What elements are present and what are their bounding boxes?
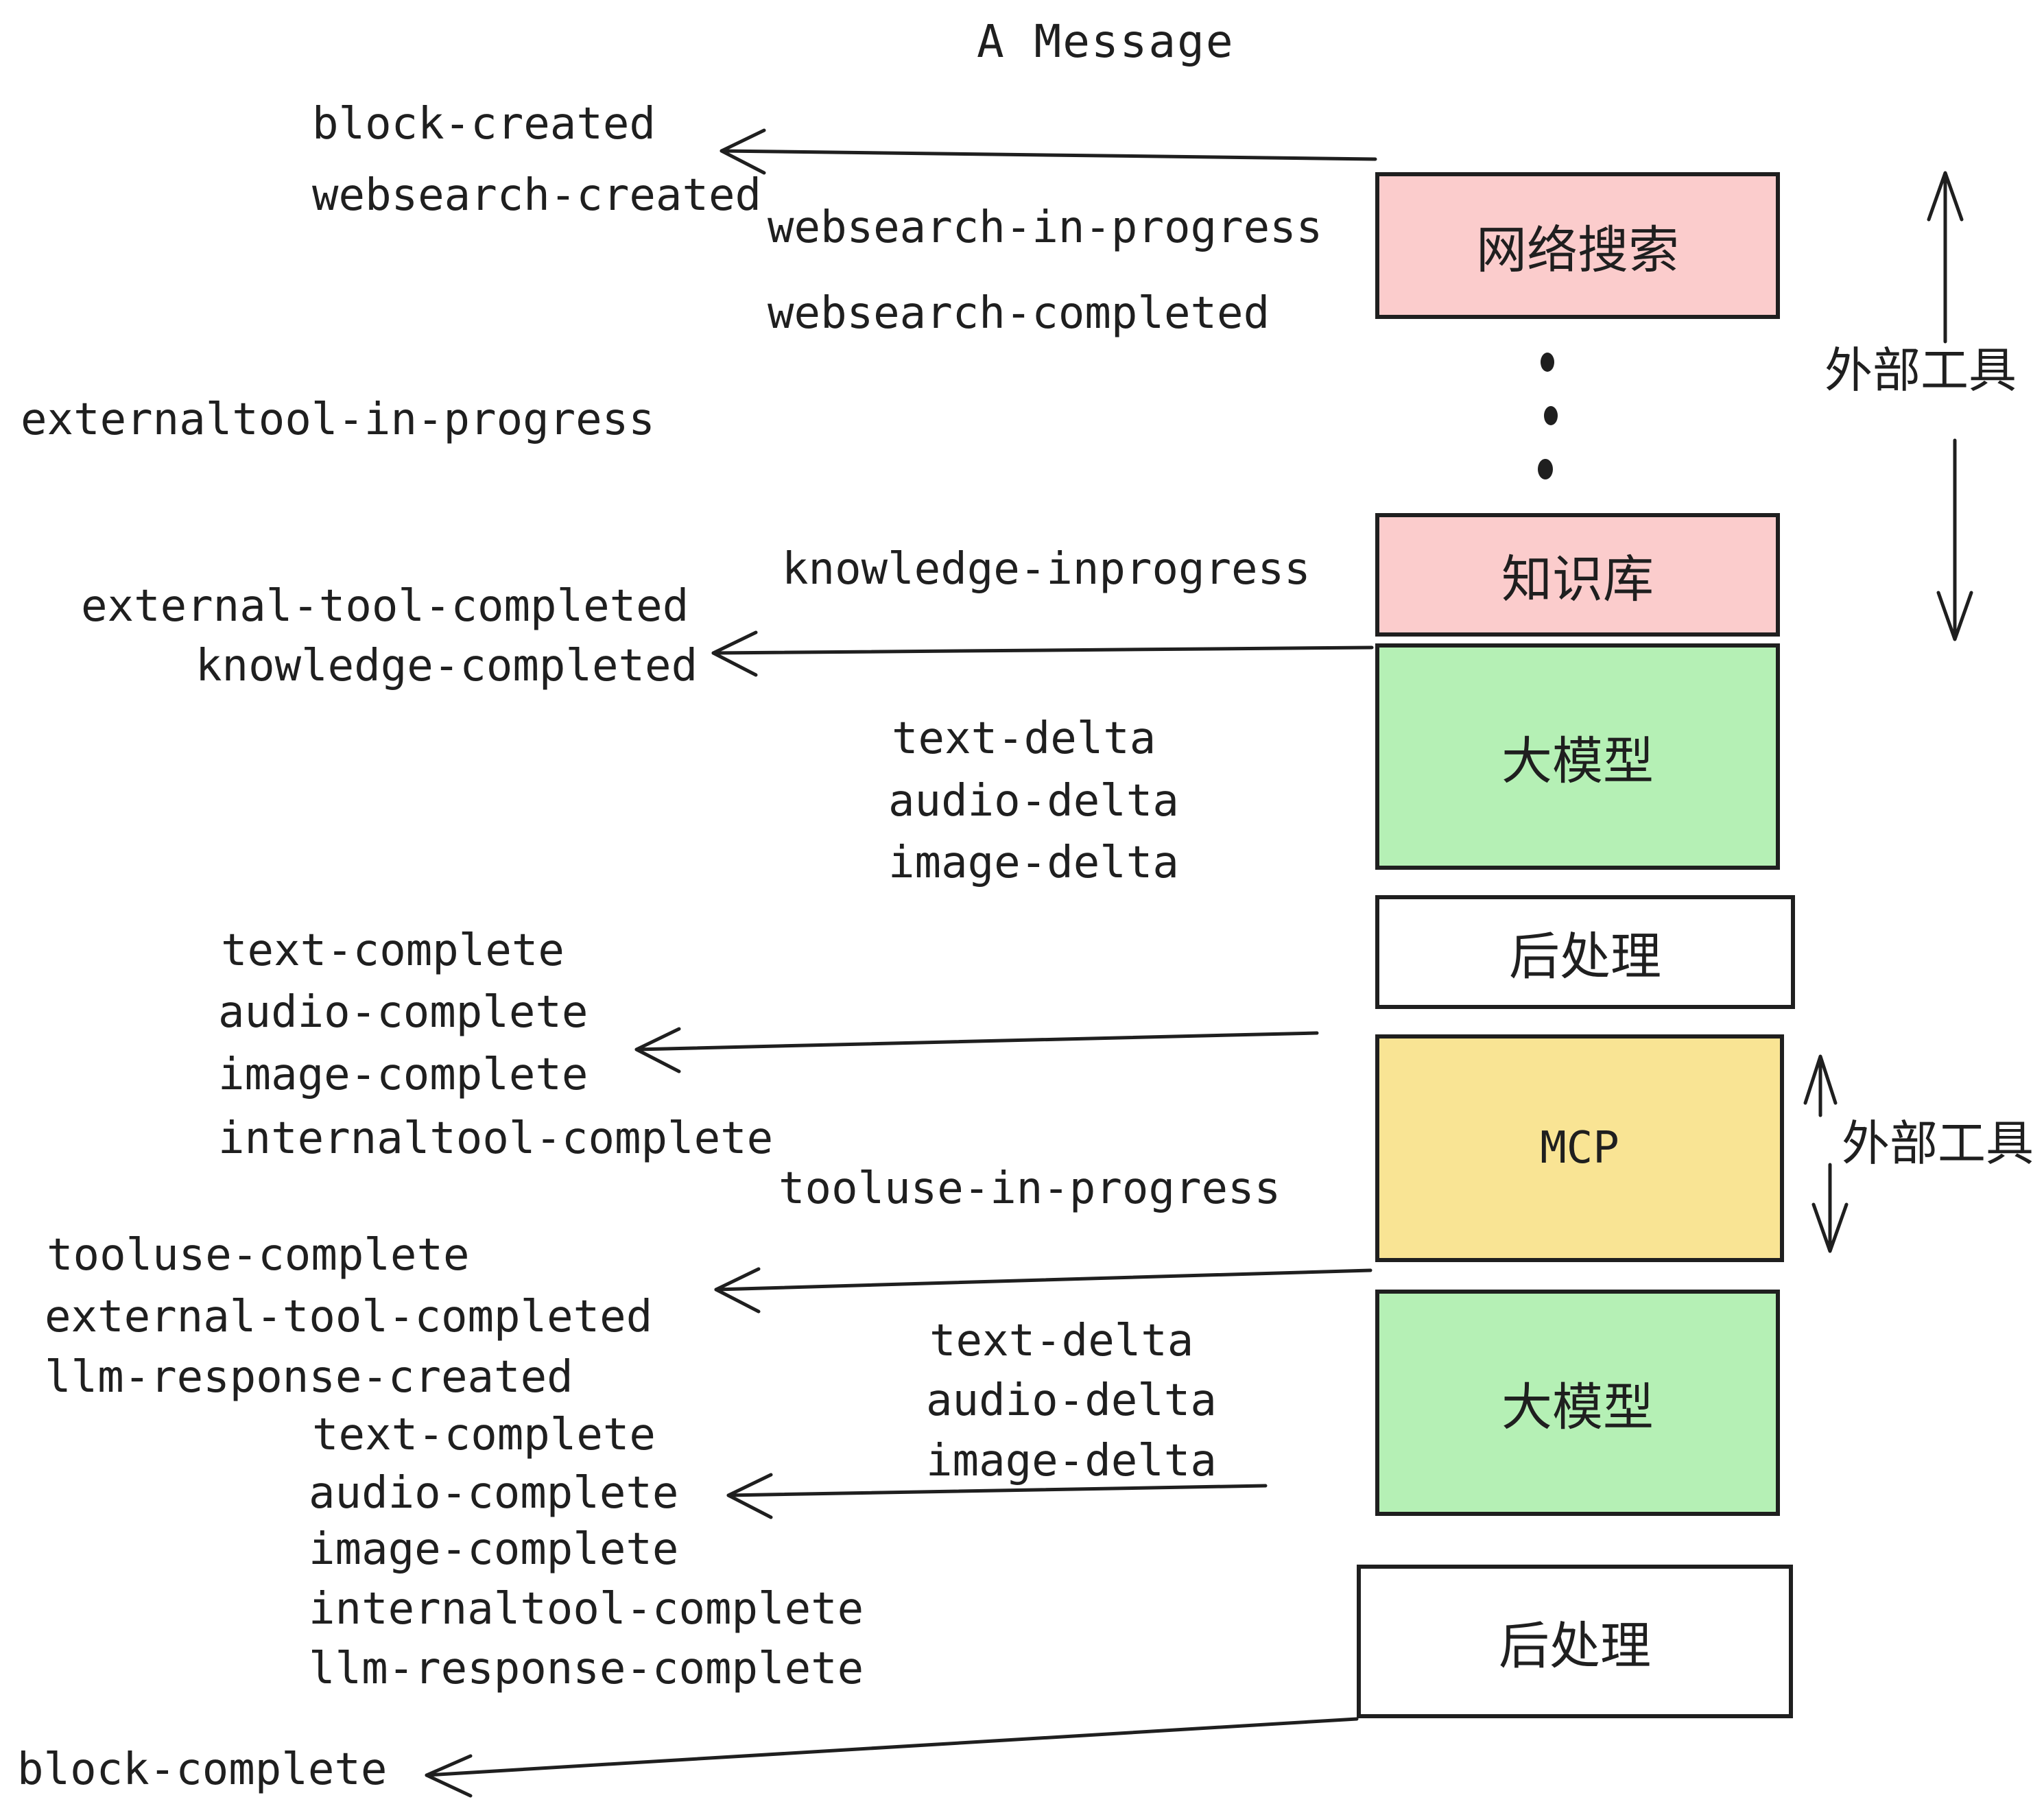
- event-audio-delta-2: audio-delta: [926, 1375, 1217, 1426]
- event-external-tool-completed-1: external-tool-completed: [81, 581, 689, 632]
- external-tools-mid-down-arrow: [1811, 1163, 1849, 1253]
- event-text-delta-1: text-delta: [892, 713, 1156, 764]
- box-mcp-label: MCP: [1540, 1123, 1619, 1174]
- arrow-internal-complete: [634, 1027, 1319, 1073]
- event-internaltool-complete-1: internaltool-complete: [218, 1113, 774, 1164]
- box-mcp: MCP: [1375, 1034, 1784, 1262]
- arrow-knowledge-completed: [711, 630, 1374, 677]
- event-websearch-in-progress: websearch-in-progress: [768, 202, 1323, 253]
- event-llm-response-created: llm-response-created: [45, 1352, 573, 1403]
- box-llm-1-label: 大模型: [1501, 732, 1654, 790]
- box-websearch-label: 网络搜索: [1476, 221, 1679, 278]
- event-text-delta-2: text-delta: [929, 1316, 1194, 1366]
- box-knowledge-label: 知识库: [1501, 550, 1654, 608]
- event-knowledge-inprogress: knowledge-inprogress: [782, 544, 1311, 595]
- event-text-complete-2: text-complete: [312, 1410, 656, 1460]
- external-tools-mid-label: 外部工具: [1842, 1117, 2034, 1170]
- external-tools-mid-up-arrow: [1803, 1054, 1838, 1117]
- event-websearch-completed: websearch-completed: [768, 288, 1270, 339]
- box-postprocess-1-label: 后处理: [1509, 927, 1661, 985]
- external-tools-top-up-arrow: [1927, 171, 1964, 344]
- event-knowledge-completed: knowledge-completed: [195, 641, 698, 691]
- event-audio-complete-1: audio-complete: [218, 987, 589, 1038]
- box-postprocess-2-label: 后处理: [1499, 1617, 1651, 1674]
- event-tooluse-complete: tooluse-complete: [47, 1230, 470, 1281]
- event-text-complete-1: text-complete: [221, 925, 565, 976]
- event-external-tool-completed-2: external-tool-completed: [45, 1292, 653, 1342]
- arrow-block-complete: [425, 1717, 1359, 1798]
- event-audio-delta-1: audio-delta: [888, 776, 1179, 827]
- arrow-tooluse-complete: [714, 1267, 1372, 1314]
- event-image-complete-2: image-complete: [309, 1524, 679, 1575]
- external-tools-top-label: 外部工具: [1825, 344, 2017, 397]
- box-llm-1: 大模型: [1375, 643, 1780, 870]
- event-llm-response-complete: llm-response-complete: [309, 1643, 864, 1694]
- box-postprocess-2: 后处理: [1357, 1565, 1793, 1718]
- event-externaltool-in-progress: externaltool-in-progress: [21, 394, 655, 445]
- external-tools-top-down-arrow: [1936, 438, 1973, 641]
- ellipsis-dots: [1538, 353, 1558, 479]
- box-postprocess-1: 后处理: [1375, 895, 1795, 1009]
- event-image-delta-1: image-delta: [888, 838, 1179, 888]
- box-websearch: 网络搜索: [1375, 172, 1780, 319]
- event-block-created: block-created: [312, 99, 656, 150]
- event-image-complete-1: image-complete: [218, 1049, 589, 1100]
- box-llm-2: 大模型: [1375, 1290, 1780, 1516]
- box-knowledge: 知识库: [1375, 513, 1780, 637]
- event-block-complete: block-complete: [17, 1744, 388, 1795]
- event-image-delta-2: image-delta: [926, 1436, 1217, 1486]
- event-tooluse-in-progress: tooluse-in-progress: [779, 1163, 1281, 1214]
- event-websearch-created: websearch-created: [312, 170, 762, 221]
- box-llm-2-label: 大模型: [1501, 1378, 1654, 1436]
- event-internaltool-complete-2: internaltool-complete: [309, 1584, 864, 1635]
- arrow-websearch-created: [720, 128, 1377, 175]
- event-audio-complete-2: audio-complete: [309, 1468, 679, 1519]
- diagram-title: A Message: [977, 15, 1235, 68]
